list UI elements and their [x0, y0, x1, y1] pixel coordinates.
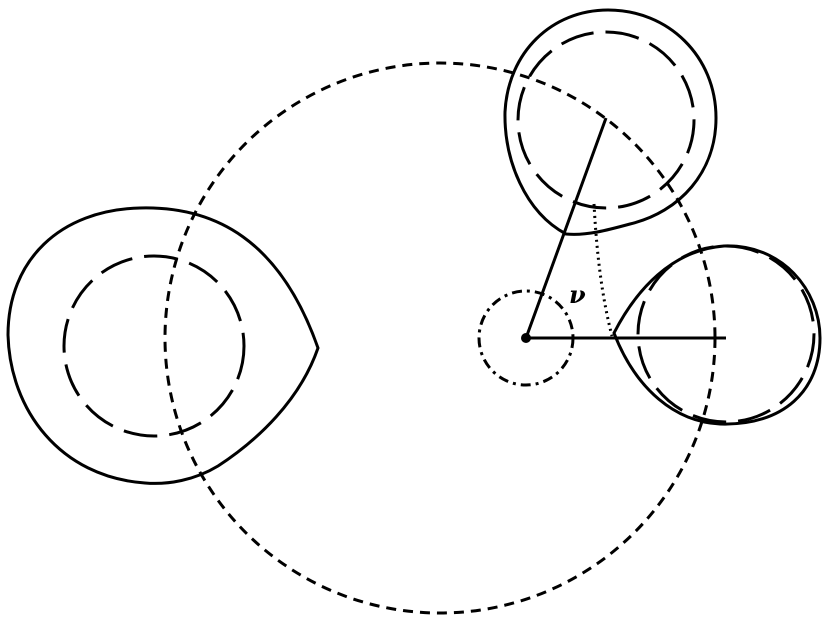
- upper-body-inner-circle: [516, 30, 696, 210]
- upper-body-outline: [503, 8, 718, 236]
- center-point: [521, 333, 531, 343]
- right-body-inner-circle: [636, 244, 816, 424]
- angle-label: ν: [569, 280, 586, 309]
- dotted-connector: [592, 203, 614, 337]
- left-body-outline: [6, 206, 320, 485]
- left-body-inner-circle: [62, 254, 246, 438]
- right-body-outline: [612, 244, 822, 426]
- radius-line-upper: [524, 117, 608, 339]
